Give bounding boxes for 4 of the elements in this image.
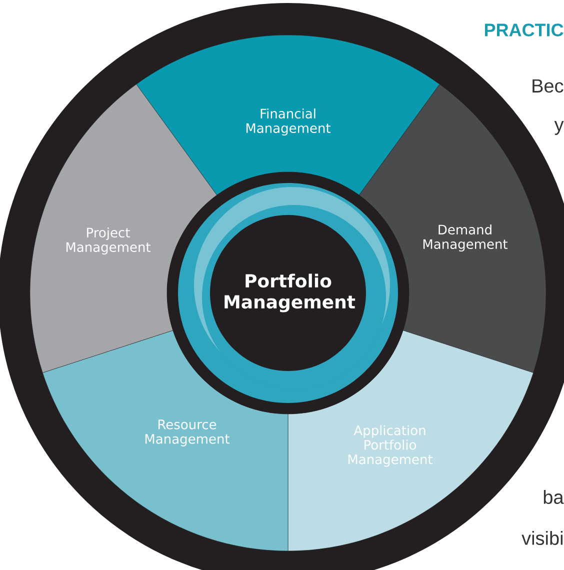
wheel-segment: Resource Management — [42, 330, 288, 552]
wheel-segment: Project Management — [30, 84, 218, 373]
wheel-segment: Financial Management — [136, 34, 440, 196]
heading-text: PRACTIC — [485, 24, 564, 36]
